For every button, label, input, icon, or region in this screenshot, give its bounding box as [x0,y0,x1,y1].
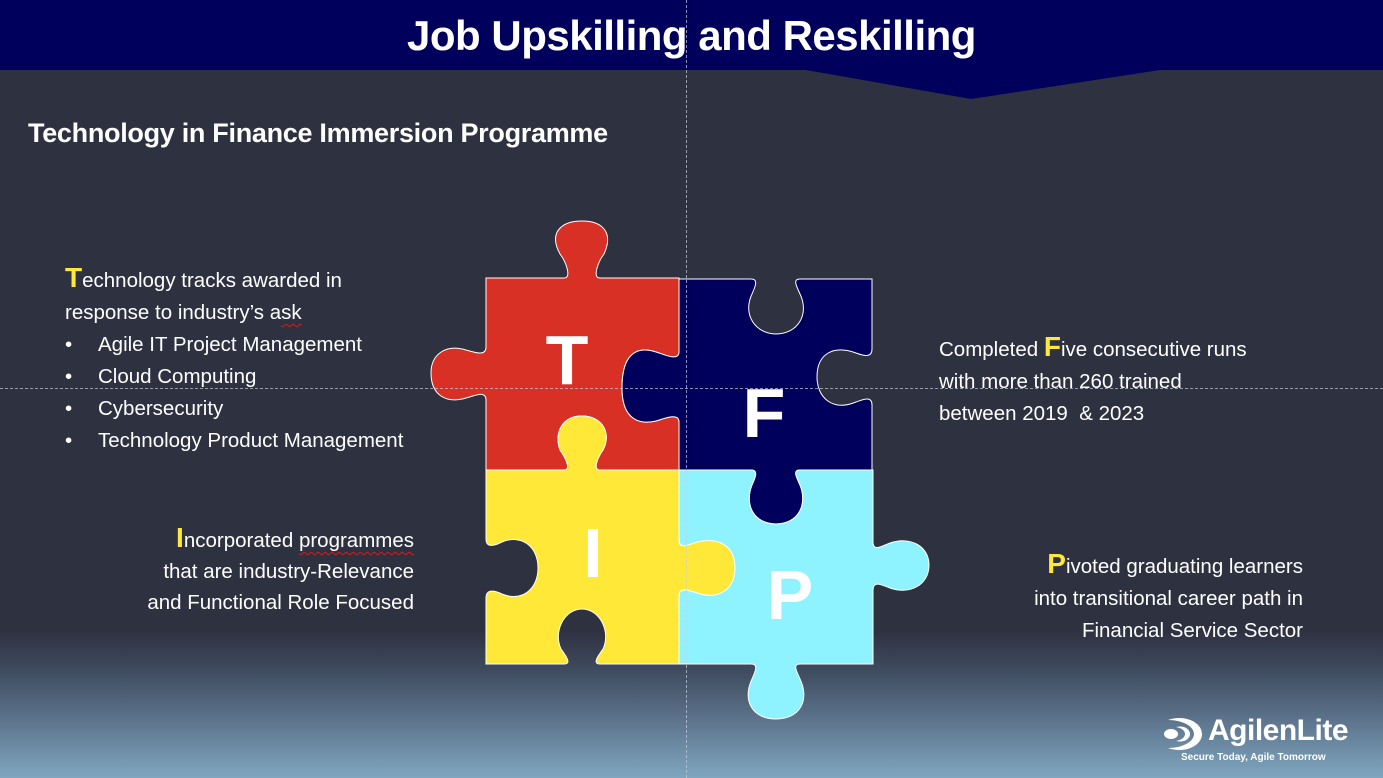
text-span: ivoted graduating learners [1065,555,1303,578]
incorporated-line-2: that are industry-Relevance [163,560,414,583]
spellcheck-underlined-word: programmes [298,529,414,552]
incorporated-programmes-block: Incorporated programmes that are industr… [147,522,414,618]
initial-t: T [65,262,83,293]
completed-runs-block: Completed Five consecutive runs with mor… [939,331,1247,430]
initial-i: I [176,522,184,553]
spellcheck-underlined-word: sk [281,301,302,324]
text-span: echnology tracks awarded in [82,269,342,292]
completed-line-1: Completed Five consecutive runs [939,331,1247,366]
pivoted-line-1: Pivoted graduating learners [1034,548,1303,583]
list-item-label: Cybersecurity [98,397,224,420]
page-subtitle: Technology in Finance Immersion Programm… [28,118,608,148]
list-item: • Cybersecurity [65,393,403,425]
horizontal-guide-line [0,388,1383,389]
logo-tagline: Secure Today, Agile Tomorrow [1181,752,1326,763]
technology-tracks-block: Technology tracks awarded in response to… [65,262,403,457]
puzzle-letter-p: P [766,556,814,634]
pivoted-line-3: Financial Service Sector [1081,619,1303,642]
text-span: ive consecutive runs [1060,338,1247,361]
text-span: response to industry’s a [65,301,282,324]
header-arrow-shape [806,70,1160,99]
technology-tracks-line-1: Technology tracks awarded in [65,262,403,297]
initial-p: P [1047,548,1066,579]
pivoted-learners-block: Pivoted graduating learners into transit… [1034,548,1303,647]
text-span: ncorporated [183,529,299,552]
incorporated-line-1: Incorporated programmes [147,522,414,556]
puzzle-letter-i: I [583,514,603,592]
list-item: • Technology Product Management [65,425,403,457]
bullet-icon: • [65,333,73,356]
initial-f: F [1043,331,1061,362]
list-item-label: Agile IT Project Management [98,333,362,356]
list-item: • Cloud Computing [65,361,403,393]
completed-line-2: with more than 260 trained [939,370,1182,393]
header-band [0,0,1383,70]
incorporated-line-3: and Functional Role Focused [147,591,414,614]
logo-name: AgilenLite [1208,714,1349,747]
list-item-label: Technology Product Management [98,429,404,452]
bullet-icon: • [65,397,73,420]
tracks-list: • Agile IT Project Management • Cloud Comp… [65,329,403,457]
bullet-icon: • [65,429,73,452]
puzzle-letter-f: F [742,374,786,452]
page-title: Job Upskilling and Reskilling [407,12,976,59]
puzzle-piece-p [678,469,930,720]
vertical-guide-line [686,0,687,778]
text-span: Completed [939,338,1044,361]
puzzle-letter-t: T [545,321,589,399]
bullet-icon: • [65,365,73,388]
logo-swoosh-icon [1164,717,1202,751]
agilenlite-logo: AgilenLite Secure Today, Agile Tomorrow [1162,712,1362,767]
completed-line-3: between 2019 & 2023 [939,402,1145,425]
technology-tracks-line-2: response to industry’s ask [65,297,403,329]
pivoted-line-2: into transitional career path in [1034,587,1303,610]
list-item-label: Cloud Computing [98,365,257,388]
list-item: • Agile IT Project Management [65,329,403,361]
